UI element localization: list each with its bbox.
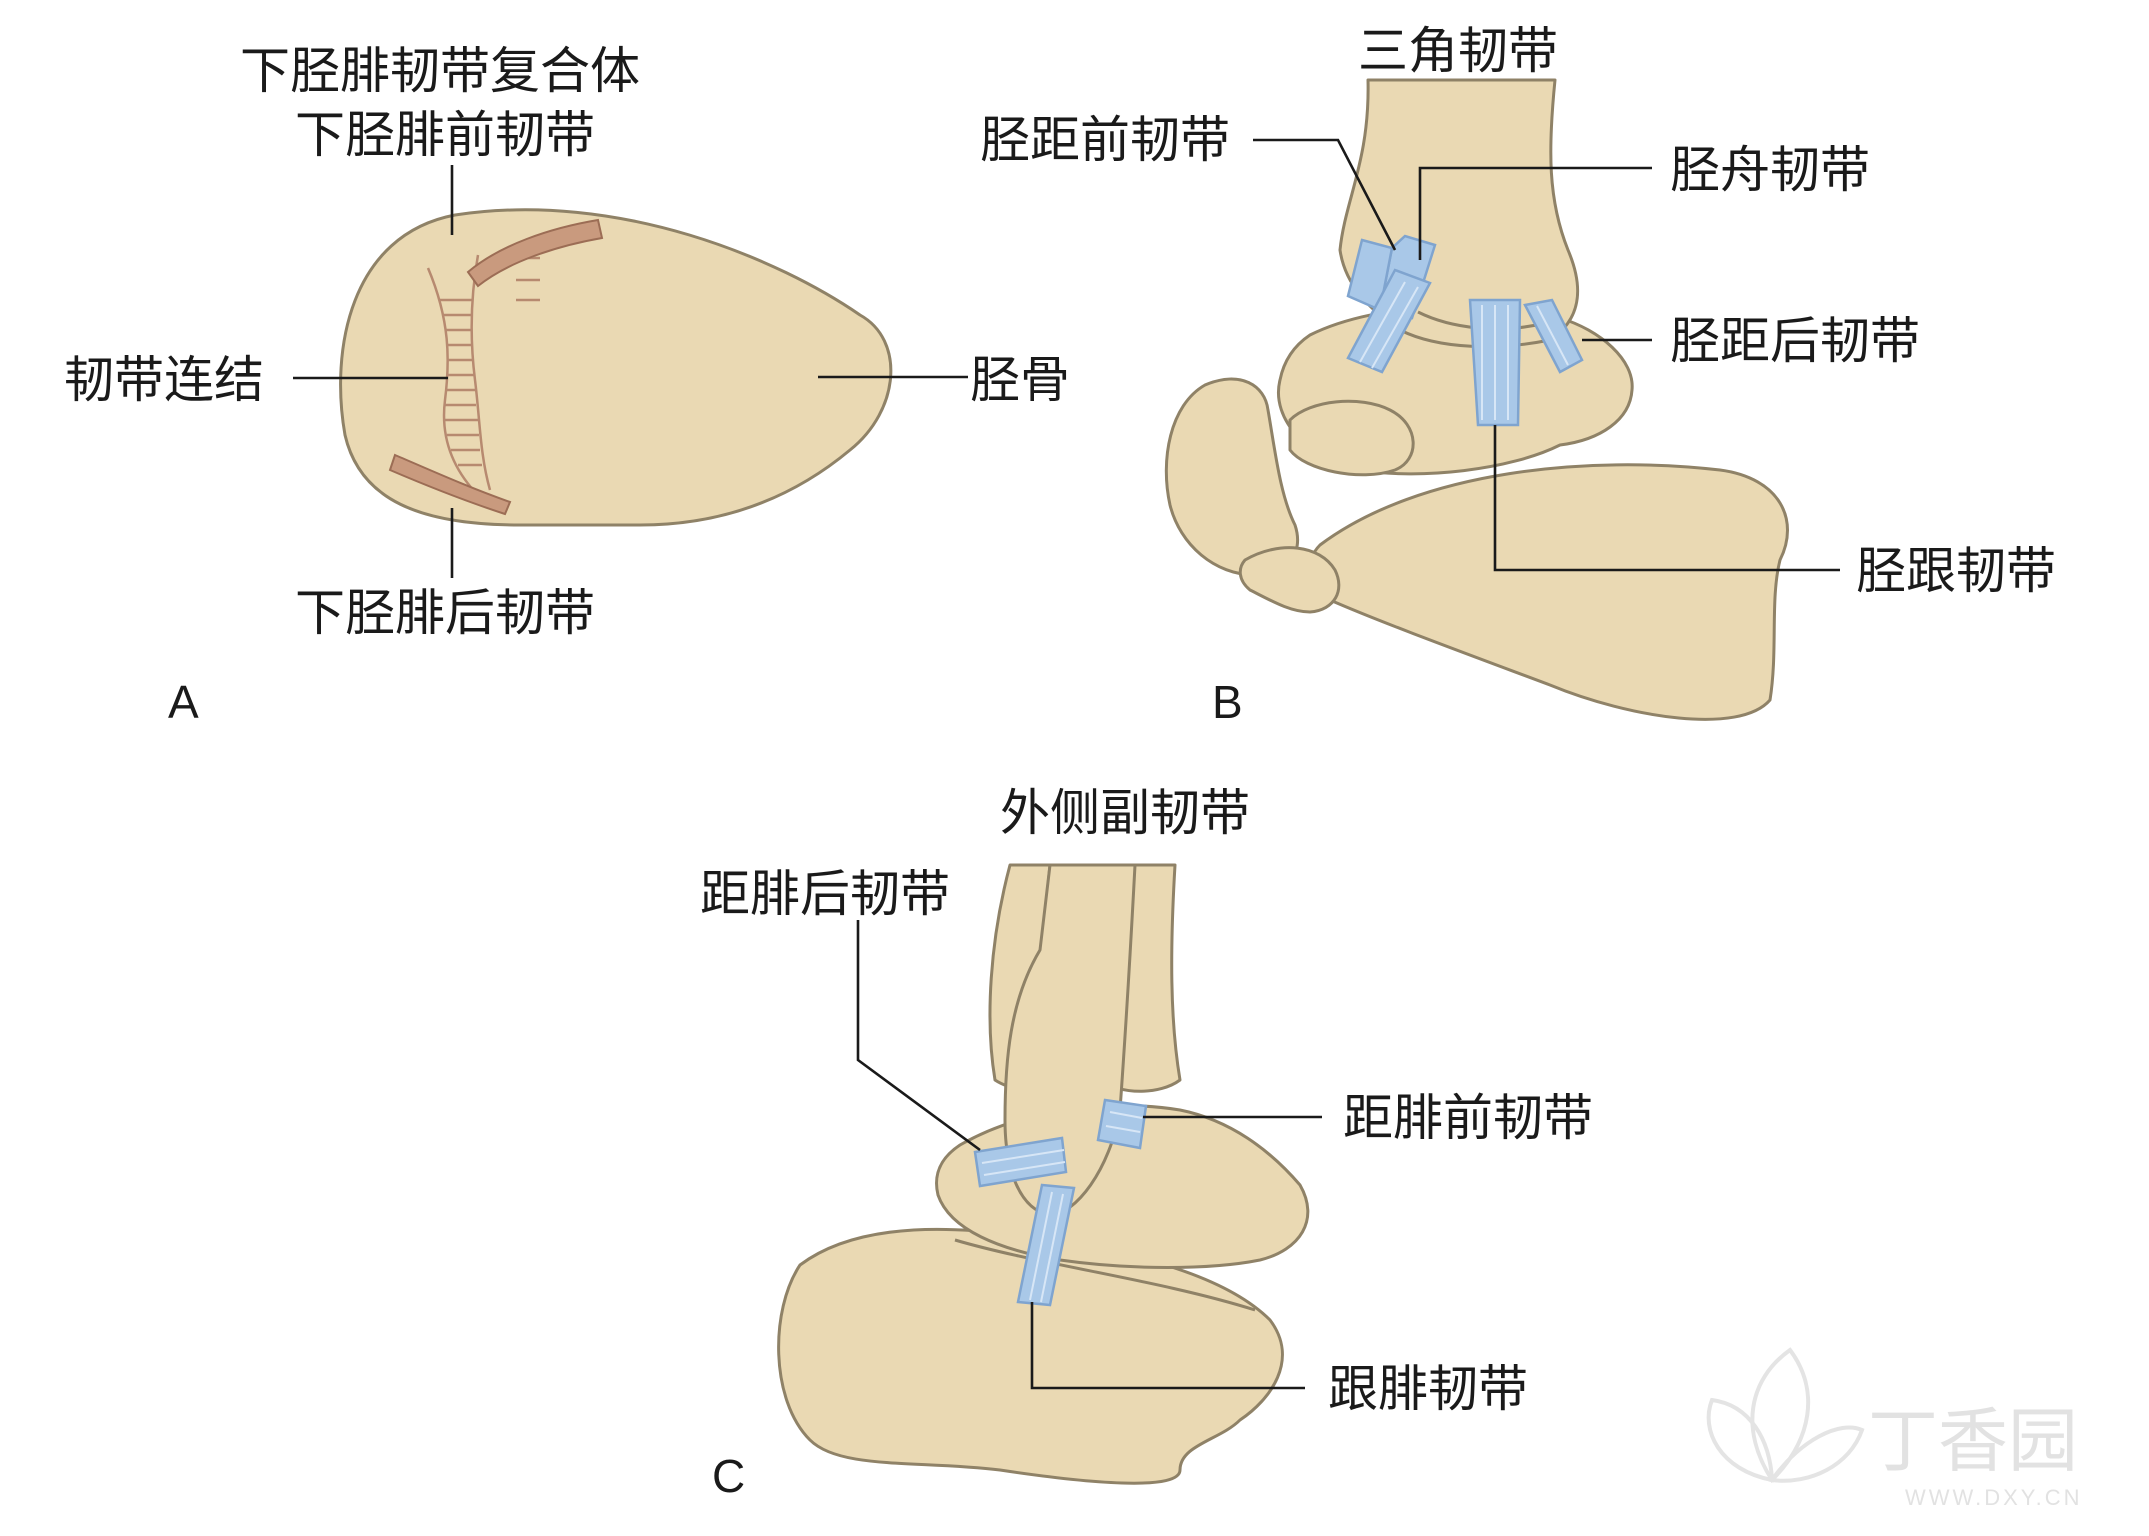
label-lateral-collateral-title: 外侧副韧带 (1000, 784, 1250, 842)
tibia-cross-section (339, 208, 893, 527)
panel-letter-b: B (1212, 676, 1243, 728)
label-posterior-talofibular: 距腓后韧带 (700, 865, 950, 923)
sustentaculum (1288, 399, 1415, 477)
watermark-text: 丁香园 (1868, 1400, 2078, 1482)
label-anterior-tibiofibular: 下胫腓前韧带 (295, 106, 595, 164)
label-posterior-tibiotalar: 胫距后韧带 (1670, 312, 1920, 370)
panel-a: 下胫腓韧带复合体 下胫腓前韧带 韧带连结 胫骨 下胫腓后韧带 A (64, 42, 1070, 728)
watermark-flower-icon (1706, 1347, 1865, 1484)
label-anterior-tibiotalar: 胫距前韧带 (980, 111, 1230, 169)
anterior-talofibular-ligament (1096, 1098, 1148, 1150)
panel-letter-a: A (168, 676, 199, 728)
panel-b: 三角韧带 胫距前韧带 胫舟韧带 胫距后韧带 胫跟韧带 B (980, 22, 2056, 728)
label-deltoid-title: 三角韧带 (1358, 22, 1558, 80)
syndesmosis-striations (426, 254, 540, 493)
subtalar-line (954, 1238, 1256, 1312)
cuneiform-medial (1238, 546, 1341, 614)
panel-c: 外侧副韧带 距腓后韧带 距腓前韧带 跟腓韧带 C (700, 784, 1593, 1502)
calcaneofibular-ligament (1016, 1183, 1076, 1307)
posterior-talofibular-ligament (973, 1136, 1068, 1188)
tibiocalcaneal-ligament (1468, 298, 1522, 427)
label-calcaneofibular: 跟腓韧带 (1328, 1360, 1528, 1418)
navicular-medial (1164, 377, 1300, 577)
label-tibia: 胫骨 (970, 351, 1070, 409)
label-tibiofibular-complex: 下胫腓韧带复合体 (240, 42, 640, 100)
anterior-tibiofibular-ligament (466, 218, 604, 288)
watermark: 丁香园 WWW.DXY.CN (1706, 1347, 2082, 1510)
calcaneus-medial (1308, 463, 1789, 721)
label-tibionavicular: 胫舟韧带 (1670, 141, 1870, 199)
leader-anterior-tibiotalar (1253, 138, 1397, 251)
watermark-url: WWW.DXY.CN (1905, 1485, 2082, 1510)
panel-letter-c: C (712, 1450, 745, 1502)
label-syndesmosis: 韧带连结 (64, 351, 264, 409)
posterior-tibiofibular-ligament (388, 453, 512, 516)
leader-calcaneofibular (1030, 1302, 1305, 1390)
posterior-tibiotalar-ligament (1523, 298, 1584, 374)
label-anterior-talofibular: 距腓前韧带 (1343, 1089, 1593, 1147)
leader-posterior-talofibular (856, 920, 981, 1152)
leader-tibiocalcaneal (1493, 425, 1840, 572)
label-posterior-tibiofibular: 下胫腓后韧带 (295, 584, 595, 642)
tibionavicular-ligament (1346, 268, 1432, 374)
leader-tibionavicular (1418, 166, 1652, 260)
label-tibiocalcaneal: 胫跟韧带 (1856, 542, 2056, 600)
